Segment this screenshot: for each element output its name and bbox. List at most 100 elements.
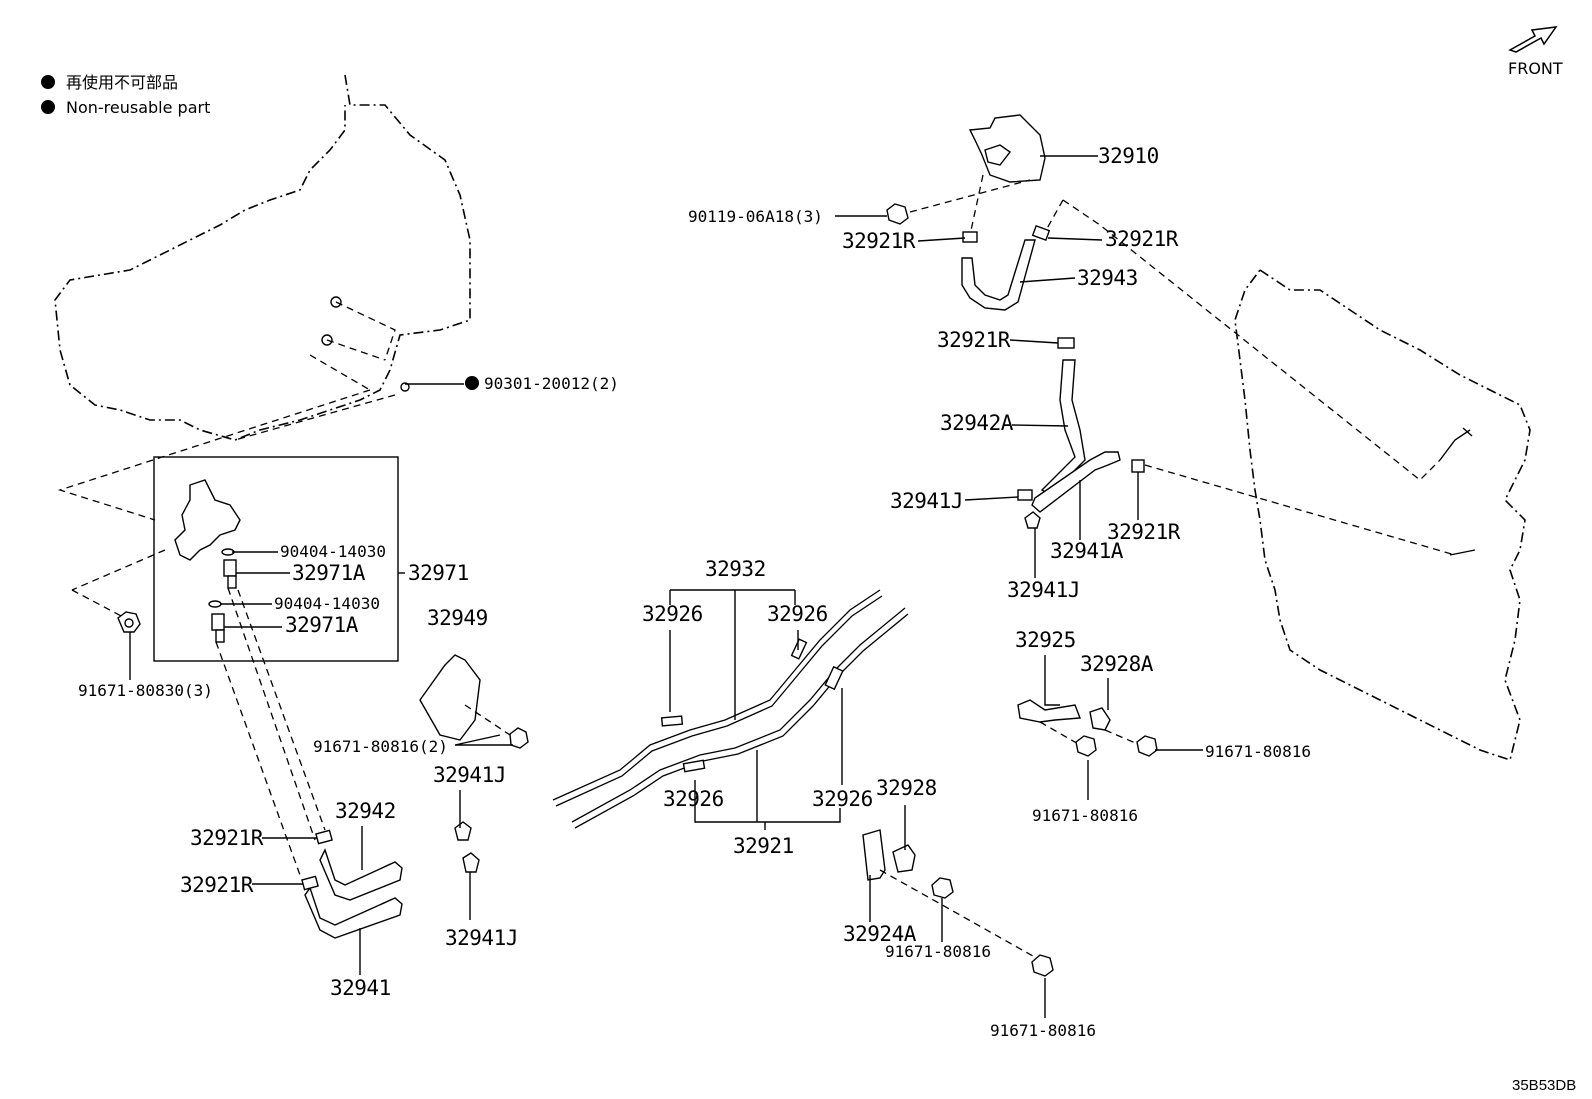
leader-line	[57, 301, 396, 521]
transmission-bolt-holes	[321, 296, 410, 392]
clamp-32921R-upper	[315, 829, 333, 845]
clip-32928A	[1089, 707, 1111, 731]
callout-32943: 32943	[1077, 266, 1138, 290]
callout-32971A: 32971A	[285, 613, 359, 637]
bolt-91671-80816-right	[1136, 735, 1158, 757]
callout-32942: 32942	[335, 799, 396, 823]
front-indicator: FRONT	[1508, 26, 1563, 78]
leader-line	[909, 174, 1456, 556]
clamp-32921R-tank	[962, 231, 978, 243]
legend-label-ja: 再使用不可部品	[66, 73, 178, 92]
reservoir-cap	[984, 144, 1012, 166]
callout-32924A: 32924A	[843, 922, 917, 946]
callout-90404-14030: 90404-14030	[280, 542, 386, 561]
tube-32921	[571, 607, 906, 823]
legend-bullet-icon	[41, 75, 55, 89]
leader-line	[879, 869, 1041, 961]
callout-90119-06A18: 90119-06A18(3)	[688, 207, 823, 226]
front-label: FRONT	[1508, 59, 1563, 78]
callouts: 32910 90119-06A18(3) 32921R 32921R 32943…	[78, 144, 1311, 1040]
hose-32942	[319, 848, 403, 901]
clamp-32921R-top	[1057, 337, 1075, 349]
callout-91671-80816: 91671-80816	[1205, 742, 1311, 761]
callout-32921R: 32921R	[180, 873, 254, 897]
clip-32941J-lower	[462, 852, 480, 873]
bracket-32949	[419, 654, 481, 741]
callout-91671-80816: 91671-80816	[1032, 806, 1138, 825]
fitting-32971A-lower	[208, 600, 225, 643]
legend: 再使用不可部品 Non-reusable part	[41, 73, 210, 117]
clip-32941J-upper	[454, 821, 472, 841]
hose-32941A	[1031, 451, 1121, 513]
callout-32925: 32925	[1015, 628, 1076, 652]
bolt-90119-06A18	[886, 203, 909, 225]
callout-32926: 32926	[767, 602, 828, 626]
assembly-box-32971	[153, 456, 399, 662]
callout-32942A: 32942A	[940, 411, 1014, 435]
arrow-icon	[1508, 26, 1558, 53]
callout-32941A: 32941A	[1050, 539, 1124, 563]
transmission-outline	[54, 74, 471, 441]
non-reusable-bullet-icon	[465, 376, 479, 390]
leader-line	[464, 704, 511, 736]
callout-91671-80816: 91671-80816	[990, 1021, 1096, 1040]
callout-32921R: 32921R	[937, 328, 1011, 352]
callout-32941J: 32941J	[445, 926, 518, 950]
tube-32932	[552, 589, 881, 801]
valve-body-32971	[174, 479, 241, 561]
callout-32926: 32926	[663, 787, 724, 811]
callout-32928A: 32928A	[1080, 652, 1154, 676]
callout-32941J: 32941J	[890, 489, 963, 513]
callout-91671-80830: 91671-80830(3)	[78, 681, 213, 700]
leader-line	[71, 549, 166, 619]
tube-32921-inner	[574, 613, 909, 829]
grommet-32926-a	[660, 715, 684, 727]
bracket-32925	[1017, 699, 1081, 723]
callout-32921R: 32921R	[842, 229, 916, 253]
callout-32926: 32926	[642, 602, 703, 626]
pipe-left-dashed	[215, 587, 326, 876]
callout-32921: 32921	[733, 834, 794, 858]
callout-32971: 32971	[408, 561, 469, 585]
callout-32941: 32941	[330, 976, 391, 1000]
bolt-91671-80816-bottom	[1031, 954, 1054, 977]
legend-label-en: Non-reusable part	[66, 98, 210, 117]
callout-90301-20012: 90301-20012(2)	[484, 374, 619, 393]
engine-pipe-fitting	[1439, 427, 1476, 556]
callout-32921R: 32921R	[1107, 520, 1181, 544]
grommet-32926-c	[682, 759, 706, 773]
clip-32928	[892, 844, 916, 873]
grommet-32926-d	[824, 665, 844, 691]
callout-91671-80816: 91671-80816	[885, 942, 991, 961]
legend-bullet-icon	[41, 100, 55, 114]
hose-32941	[304, 886, 403, 939]
callout-32910: 32910	[1098, 144, 1159, 168]
hose-32943	[961, 239, 1036, 311]
callout-32926: 32926	[812, 787, 873, 811]
diagram-code: 35B53DB	[1512, 1077, 1576, 1094]
callout-32928: 32928	[876, 776, 937, 800]
clamp-32941J-a	[1017, 489, 1033, 501]
leader-lines	[129, 155, 1203, 1018]
callout-32932: 32932	[705, 557, 766, 581]
bolt-91671-80816-center	[931, 877, 954, 899]
callout-32971A: 32971A	[292, 561, 366, 585]
callout-91671-80816-2: 91671-80816(2)	[313, 737, 448, 756]
fitting-32971A-upper	[221, 548, 237, 589]
bolt-91671-80830	[117, 611, 141, 633]
reservoir-32910	[968, 114, 1046, 183]
clamp-32921R-side	[1131, 459, 1145, 473]
callout-32949: 32949	[427, 606, 488, 630]
bracket-32924A	[862, 829, 886, 881]
clamp-32941J-b	[1024, 511, 1041, 529]
bolt-91671-80816-left	[1075, 735, 1097, 757]
callout-32941J: 32941J	[1007, 578, 1080, 602]
callout-32921R: 32921R	[190, 826, 264, 850]
callout-90404-14030: 90404-14030	[274, 594, 380, 613]
clamp-32921R-lower	[301, 875, 319, 891]
engine-outline	[1234, 268, 1531, 762]
callout-32921R: 32921R	[1105, 227, 1179, 251]
grommet-32926-b	[790, 638, 808, 660]
tube-32932-inner	[555, 595, 883, 807]
